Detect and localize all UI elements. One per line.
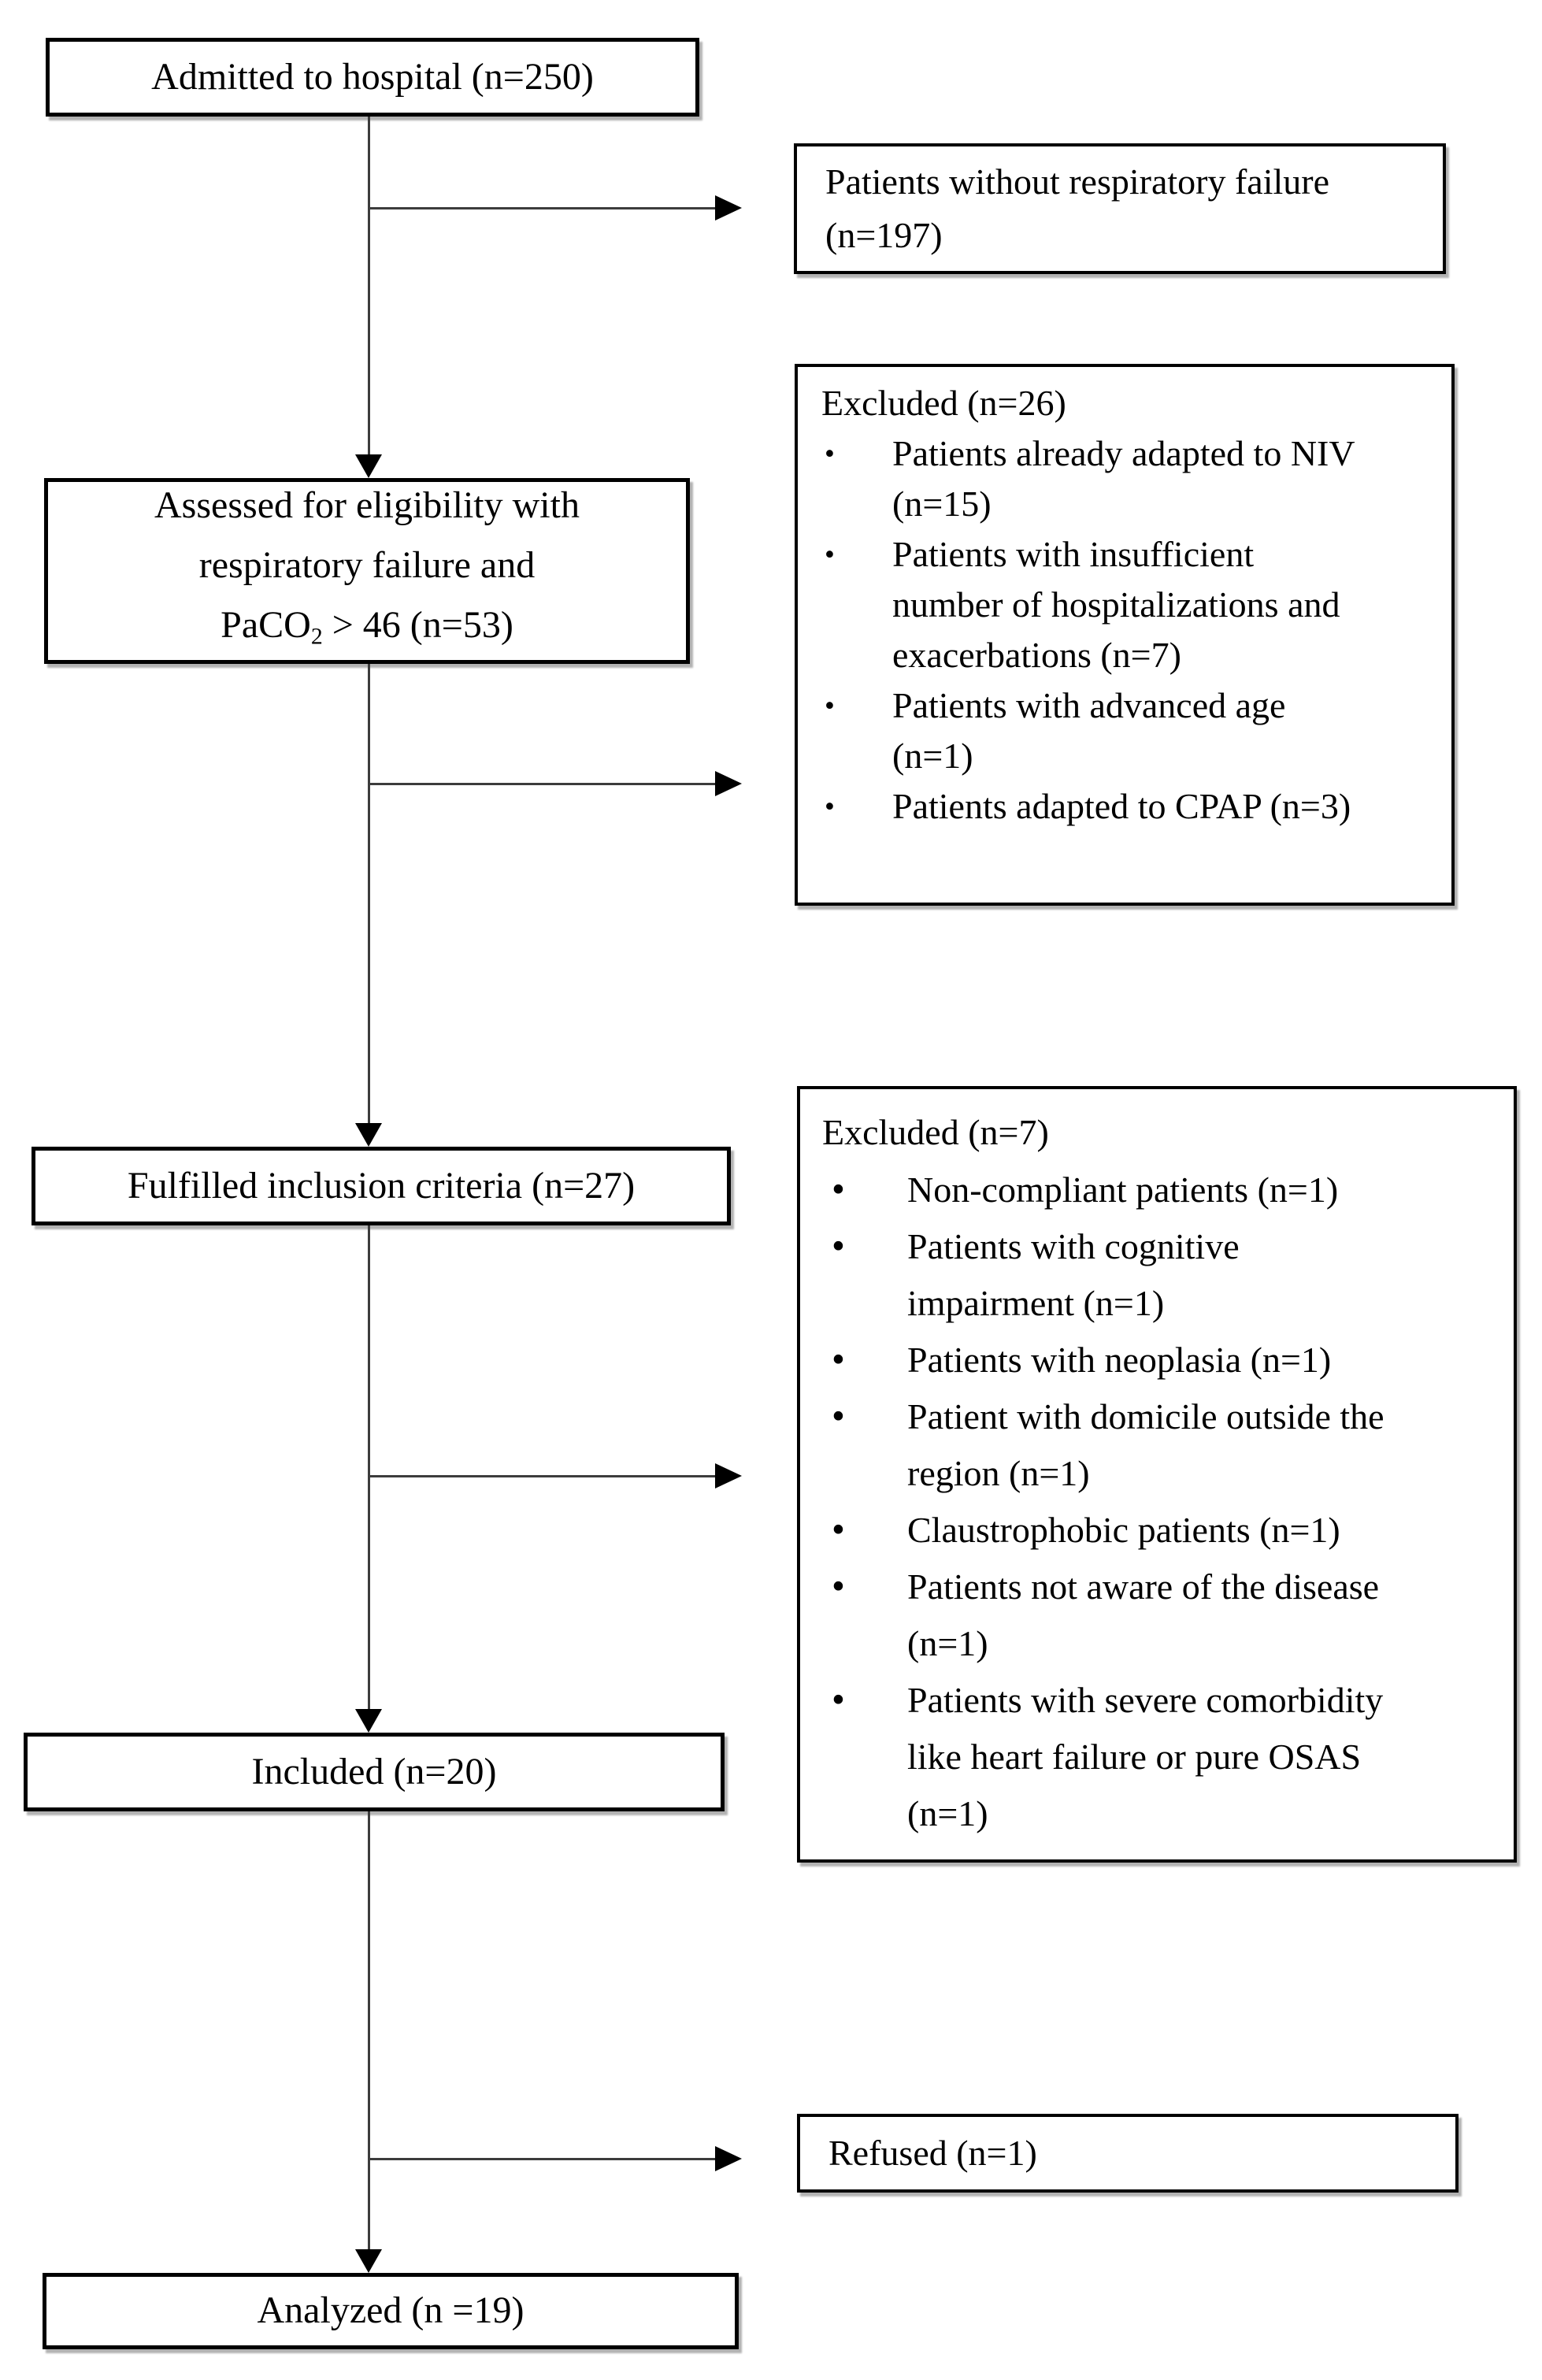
excluded-7-item: Patients with severe comorbidity like he… — [800, 1672, 1514, 1842]
excluded-7-item: Patients with neoplasia (n=1) — [800, 1332, 1514, 1388]
excluded-26-list: Patients already adapted to NIV (n=15) P… — [798, 428, 1451, 832]
branch-line-refused — [369, 2158, 715, 2160]
line-included-to-analyzed — [368, 1811, 370, 2252]
excluded-7-item: Patient with domicile outside the region… — [800, 1388, 1514, 1502]
line-admitted-to-assessed — [368, 117, 370, 457]
box-refused-label: Refused (n=1) — [828, 2133, 1037, 2173]
arrowhead-right-excluded-7 — [715, 1463, 742, 1488]
branch-line-excluded-7 — [369, 1475, 715, 1477]
excluded-26-item-text: Patients adapted to CPAP (n=3) — [892, 786, 1351, 826]
excluded-7-item-text: Patients not aware of the disease (n=1) — [907, 1566, 1380, 1663]
box-analyzed: Analyzed (n =19) — [43, 2273, 739, 2349]
excluded-7-item: Patients not aware of the disease (n=1) — [800, 1559, 1514, 1672]
branch-line-excluded-26 — [369, 783, 715, 785]
arrowhead-right-refused — [715, 2146, 742, 2171]
box-admitted-label: Admitted to hospital (n=250) — [151, 55, 594, 98]
paco2-suffix: > 46 (n=53) — [322, 603, 513, 646]
line-fulfilled-to-included — [368, 1225, 370, 1711]
box-assessed-line2: respiratory failure and — [198, 543, 536, 586]
box-refused: Refused (n=1) — [797, 2114, 1459, 2193]
box-excluded-26: Excluded (n=26) Patients already adapted… — [795, 364, 1455, 906]
box-excluded-7: Excluded (n=7) Non-compliant patients (n… — [797, 1086, 1517, 1863]
branch-line-no-respiratory-failure — [369, 207, 715, 209]
excluded-26-item-text: Patients with advanced age (n=1) — [892, 685, 1286, 776]
excluded-26-item: Patients with insufficient number of hos… — [798, 529, 1451, 680]
box-fulfilled-label: Fulfilled inclusion criteria (n=27) — [127, 1164, 636, 1207]
arrowhead-right-excluded-26 — [715, 771, 742, 796]
arrowhead-down-assessed — [355, 454, 382, 478]
paco2-subscript: 2 — [310, 623, 323, 650]
excluded-26-item: Patients with advanced age (n=1) — [798, 680, 1451, 781]
excluded-26-item: Patients adapted to CPAP (n=3) — [798, 781, 1451, 832]
excluded-7-item-text: Patients with cognitive impairment (n=1) — [907, 1226, 1240, 1323]
excluded-7-item: Non-compliant patients (n=1) — [800, 1162, 1514, 1218]
paco2-prefix: PaCO — [221, 603, 311, 646]
box-fulfilled: Fulfilled inclusion criteria (n=27) — [32, 1147, 731, 1225]
excluded-7-item-text: Patients with severe comorbidity like he… — [907, 1680, 1384, 1833]
box-assessed-line1: Assessed for eligibility with — [154, 484, 580, 526]
box-no-respiratory-failure-label: Patients without respiratory failure (n=… — [825, 161, 1330, 255]
box-no-respiratory-failure: Patients without respiratory failure (n=… — [794, 143, 1446, 274]
arrowhead-down-analyzed — [355, 2249, 382, 2273]
excluded-7-item: Patients with cognitive impairment (n=1) — [800, 1218, 1514, 1332]
excluded-7-item: Claustrophobic patients (n=1) — [800, 1502, 1514, 1559]
arrowhead-right-no-respiratory-failure — [715, 195, 742, 221]
arrowhead-down-fulfilled — [355, 1123, 382, 1147]
excluded-7-item-text: Non-compliant patients (n=1) — [907, 1170, 1339, 1210]
box-included: Included (n=20) — [24, 1733, 725, 1811]
box-excluded-7-title: Excluded (n=7) — [822, 1112, 1049, 1152]
box-excluded-26-title: Excluded (n=26) — [821, 383, 1066, 423]
box-assessed: Assessed for eligibility with respirator… — [44, 478, 690, 664]
excluded-26-item-text: Patients already adapted to NIV (n=15) — [892, 433, 1355, 524]
excluded-7-item-text: Patient with domicile outside the region… — [907, 1396, 1384, 1493]
box-analyzed-label: Analyzed (n =19) — [257, 2289, 525, 2332]
excluded-7-list: Non-compliant patients (n=1) Patients wi… — [800, 1162, 1514, 1842]
line-assessed-to-fulfilled — [368, 664, 370, 1125]
arrowhead-down-included — [355, 1709, 382, 1733]
box-included-label: Included (n=20) — [251, 1750, 497, 1792]
excluded-7-item-text: Claustrophobic patients (n=1) — [907, 1510, 1340, 1550]
excluded-7-item-text: Patients with neoplasia (n=1) — [907, 1340, 1332, 1380]
box-assessed-line3: PaCO2 > 46 (n=53) — [221, 595, 513, 666]
excluded-26-item: Patients already adapted to NIV (n=15) — [798, 428, 1451, 529]
excluded-26-item-text: Patients with insufficient number of hos… — [892, 534, 1340, 675]
box-admitted: Admitted to hospital (n=250) — [46, 38, 699, 117]
